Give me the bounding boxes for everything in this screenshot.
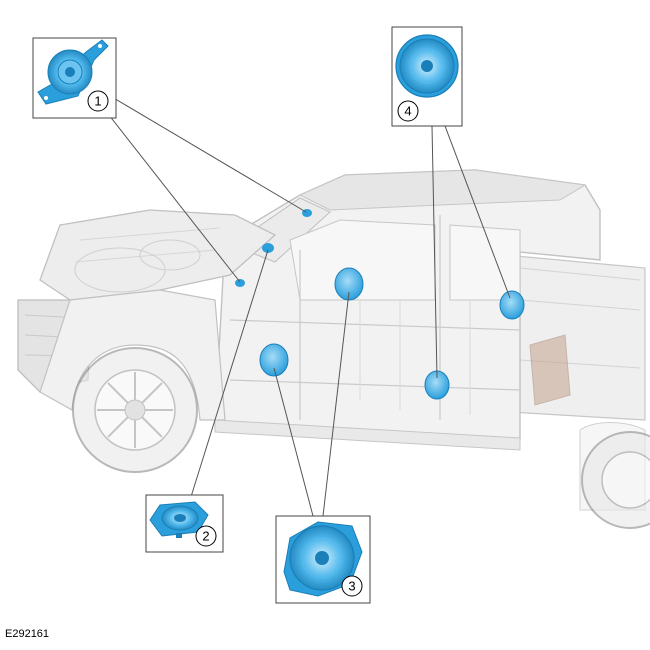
speaker-tweeter-a-pillar-lower xyxy=(235,279,245,287)
rear-cab-component xyxy=(529,334,571,406)
callout-box-1: 1 xyxy=(32,37,117,119)
callout-box-3: 3 xyxy=(275,515,371,604)
speaker-rear-cab xyxy=(499,290,525,320)
speaker-on-vehicle-group xyxy=(235,209,525,400)
callout-number-1: 1 xyxy=(94,94,101,109)
vehicle-illustration xyxy=(17,169,646,511)
callout-number-4: 4 xyxy=(404,104,411,119)
speaker-front-door-lower xyxy=(259,343,289,377)
dash-speaker-icon xyxy=(149,501,209,538)
front-wheel xyxy=(72,347,198,473)
callout-box-2: 2 xyxy=(145,494,224,553)
speaker-dash-center xyxy=(262,243,274,253)
leader-lines xyxy=(104,96,511,517)
callout-number-3: 3 xyxy=(348,579,355,594)
callout-number-badge-1 xyxy=(87,90,109,112)
callout-box-4: 4 xyxy=(391,26,463,127)
callout-number-badge-4 xyxy=(397,100,419,122)
door-speaker-icon xyxy=(283,521,363,597)
callout-number-2: 2 xyxy=(202,529,209,544)
tweeter-speaker-icon xyxy=(37,39,109,105)
callout-number-badge-3 xyxy=(341,575,363,597)
figure-id-label: E292161 xyxy=(5,628,50,640)
rear-speaker-icon xyxy=(395,34,459,98)
callout-number-badge-2 xyxy=(195,525,217,547)
speaker-front-door-upper xyxy=(334,267,364,301)
rear-wheel xyxy=(581,431,650,529)
